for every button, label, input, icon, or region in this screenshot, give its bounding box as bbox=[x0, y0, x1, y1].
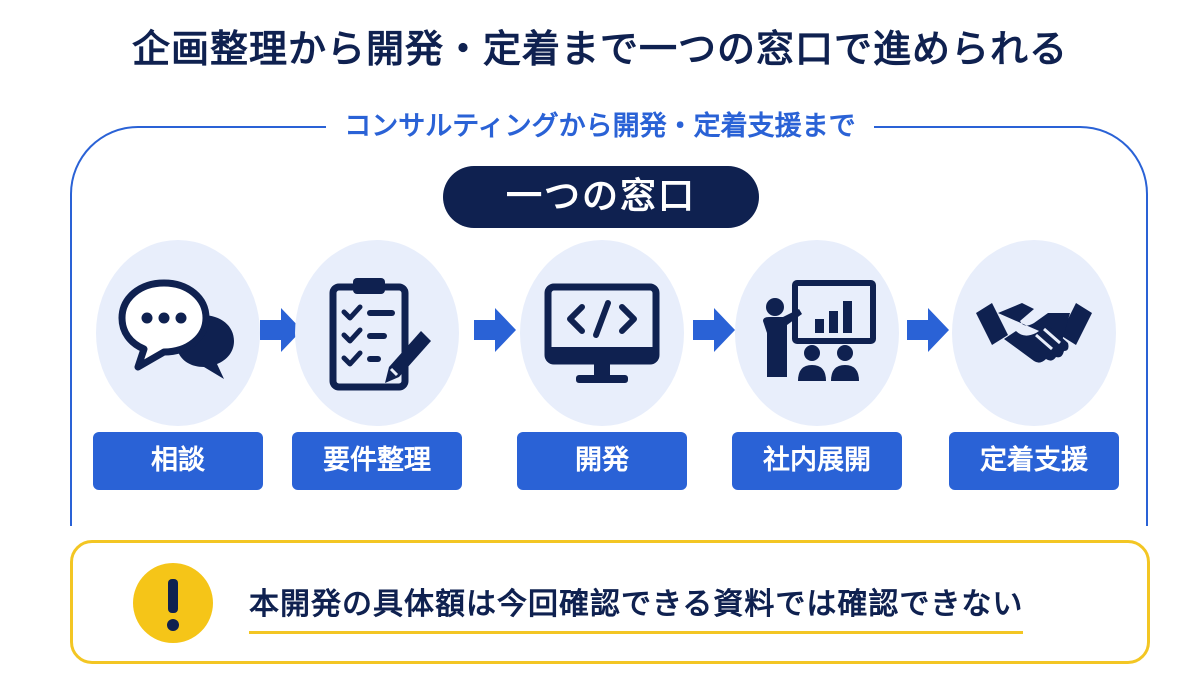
step-label: 要件整理 bbox=[292, 432, 462, 490]
step-adoption-support: 定着支援 bbox=[949, 240, 1119, 490]
single-window-badge: 一つの窓口 bbox=[443, 166, 759, 228]
step-icon-circle bbox=[520, 240, 684, 426]
subtitle-text: コンサルティングから開発・定着支援まで bbox=[326, 111, 874, 142]
step-consultation: 相談 bbox=[93, 240, 263, 490]
step-icon-circle bbox=[96, 240, 260, 426]
exclamation-icon bbox=[133, 563, 213, 643]
monitor-code-icon bbox=[544, 283, 660, 383]
step-label: 開発 bbox=[517, 432, 687, 490]
arrow-right-icon bbox=[907, 308, 949, 352]
step-requirements: 要件整理 bbox=[292, 240, 462, 490]
frame-subtitle: コンサルティングから開発・定着支援まで bbox=[0, 104, 1200, 143]
step-label: 社内展開 bbox=[732, 432, 902, 490]
page-title: 企画整理から開発・定着まで一つの窓口で進められる bbox=[131, 27, 1068, 71]
arrow-right-icon bbox=[260, 308, 302, 352]
presentation-audience-icon bbox=[763, 280, 876, 381]
handshake-icon bbox=[976, 303, 1092, 363]
step-icon-circle bbox=[952, 240, 1116, 426]
arrow-right-icon bbox=[693, 308, 735, 352]
step-development: 開発 bbox=[517, 240, 687, 490]
step-icon-circle bbox=[295, 240, 459, 426]
step-label: 定着支援 bbox=[949, 432, 1119, 490]
step-internal-rollout: 社内展開 bbox=[732, 240, 902, 490]
chat-bubbles-icon bbox=[118, 279, 234, 379]
arrow-right-icon bbox=[474, 308, 516, 352]
step-icon-circle bbox=[735, 240, 899, 426]
step-label: 相談 bbox=[93, 432, 263, 490]
notice-box: 本開発の具体額は今回確認できる資料では確認できない bbox=[70, 540, 1150, 664]
notice-text: 本開発の具体額は今回確認できる資料では確認できない bbox=[249, 579, 1024, 634]
clipboard-checklist-icon bbox=[329, 278, 431, 391]
